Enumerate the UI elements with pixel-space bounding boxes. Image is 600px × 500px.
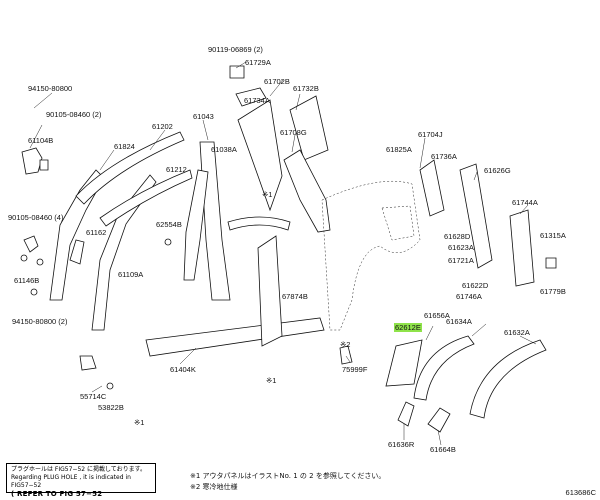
label-61729A: 61729A	[245, 58, 271, 67]
label-61825A: 61825A	[386, 145, 412, 154]
upper-brackets	[229, 65, 329, 212]
label-61404K: 61404K	[170, 365, 196, 374]
label-61202: 61202	[152, 122, 173, 131]
label-asterisk1-top: ※1	[262, 190, 273, 199]
label-61622D: 61622D	[462, 281, 489, 290]
figure-id: 613686C	[565, 488, 596, 497]
note-line-english: Regarding PLUG HOLE , it is indicated in…	[11, 474, 131, 489]
label-55714C: 55714C	[80, 392, 107, 401]
wheel-housing	[385, 335, 547, 433]
leader-lines	[29, 61, 537, 446]
label-94150-80800-bot: 94150-80800 (2)	[12, 317, 68, 326]
label-61632A: 61632A	[504, 328, 530, 337]
label-61656A: 61656A	[424, 311, 450, 320]
label-61636R: 61636R	[388, 440, 415, 449]
label-61212: 61212	[166, 165, 187, 174]
label-61824: 61824	[114, 142, 135, 151]
label-94150-80800-top: 94150-80800	[28, 84, 73, 93]
label-62612E-highlighted[interactable]: 62612E	[394, 323, 422, 332]
label-asterisk2: ※2	[340, 340, 351, 349]
label-61779B: 61779B	[540, 287, 566, 296]
label-61315A: 61315A	[540, 231, 566, 240]
label-90119-06869: 90119-06869 (2)	[208, 45, 263, 54]
quarter-outer-panel	[321, 180, 421, 331]
footnote-1: ※1 アウタパネルはイラストNo. 1 の 2 を参照してください。	[190, 472, 386, 480]
label-61109A: 61109A	[118, 270, 144, 279]
note-line-japanese: プラグホールは FIG57−52 に掲載しております。	[11, 466, 147, 473]
label-67874B: 67874B	[282, 292, 308, 301]
label-61734A: 61734A	[244, 96, 270, 105]
rear-pillar	[419, 159, 535, 287]
quarter-pillar	[283, 149, 331, 233]
label-75999F: 75999F	[342, 365, 368, 374]
label-61708G: 61708G	[280, 128, 307, 137]
label-61146B: 61146B	[14, 276, 40, 285]
label-62554B: 62554B	[156, 220, 182, 229]
roof-side-rail	[75, 131, 193, 227]
label-61623A: 61623A	[448, 243, 474, 252]
note-reference: ( REFER TO FIG 57−52	[11, 490, 103, 498]
label-90105-08460-top: 90105-08460 (2)	[46, 110, 102, 119]
center-pillar	[183, 141, 231, 301]
footnote-2: ※2 寒冷地仕様	[190, 483, 238, 491]
label-61736A: 61736A	[431, 152, 457, 161]
small-clips	[79, 238, 557, 390]
label-61626G: 61626G	[484, 166, 511, 175]
rocker-panel	[145, 216, 325, 357]
label-61634A: 61634A	[446, 317, 472, 326]
label-61043: 61043	[193, 112, 214, 121]
label-asterisk1-bot: ※1	[134, 418, 145, 427]
label-61732B: 61732B	[293, 84, 319, 93]
label-53822B: 53822B	[98, 403, 124, 412]
label-61038A: 61038A	[211, 145, 237, 154]
label-61704J: 61704J	[418, 130, 443, 139]
label-asterisk1-mid: ※1	[266, 376, 277, 385]
label-61628D: 61628D	[444, 232, 471, 241]
label-61104B: 61104B	[28, 136, 54, 145]
label-90105-08460-mid: 90105-08460 (4)	[8, 213, 64, 222]
label-61162: 61162	[86, 228, 107, 237]
label-61744A: 61744A	[512, 198, 538, 207]
label-61721A: 61721A	[448, 256, 474, 265]
label-61664B: 61664B	[430, 445, 456, 454]
left-brackets	[20, 147, 49, 296]
plug-hole-note: プラグホールは FIG57−52 に掲載しております。 Regarding PL…	[6, 463, 156, 498]
label-61746A: 61746A	[456, 292, 482, 301]
label-61702B: 61702B	[264, 77, 290, 86]
